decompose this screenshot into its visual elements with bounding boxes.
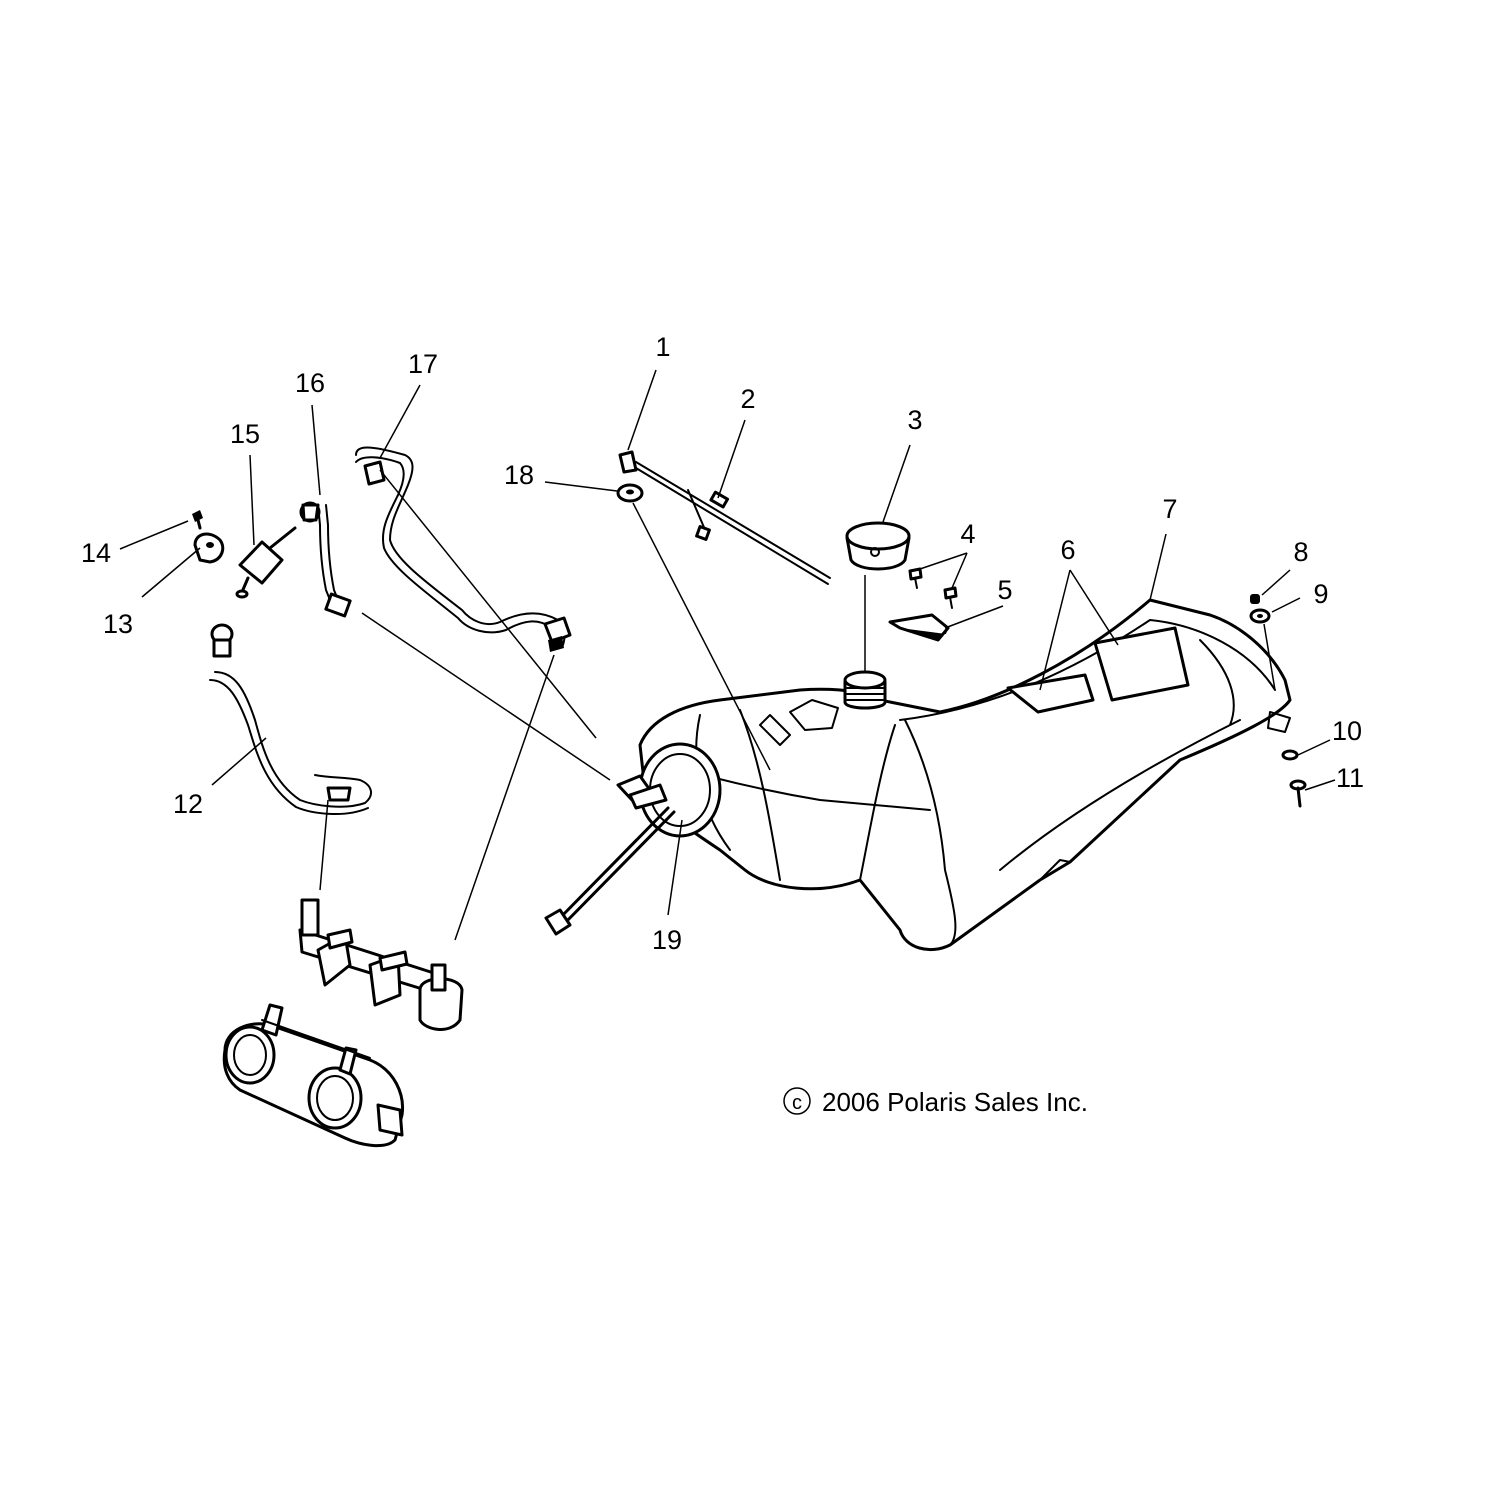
fuel-line-supply <box>209 623 372 816</box>
copyright-circle <box>783 1087 811 1115</box>
callout-10: 10 <box>1332 716 1362 746</box>
copyright-text: 2006 Polaris Sales Inc. <box>822 1087 1088 1117</box>
grommet <box>616 483 644 503</box>
fuel-cap <box>845 521 911 571</box>
callout-17: 17 <box>408 349 438 379</box>
callout-labels: 1 2 3 4 5 6 7 8 9 10 11 12 13 14 15 16 1… <box>81 332 1364 955</box>
copyright-notice: c 2006 Polaris Sales Inc. <box>783 1087 1088 1117</box>
tank-decals <box>1006 626 1190 714</box>
callout-7: 7 <box>1162 494 1177 524</box>
fuel-filter <box>235 526 297 599</box>
leader-lines <box>119 369 1336 941</box>
callout-4: 4 <box>960 519 975 549</box>
vent-line <box>618 450 831 585</box>
callout-1: 1 <box>655 332 670 362</box>
callout-12: 12 <box>173 789 203 819</box>
hose-clamp <box>193 532 225 564</box>
fuel-tank <box>638 598 1292 952</box>
callout-9: 9 <box>1313 579 1328 609</box>
callout-13: 13 <box>103 609 133 639</box>
copyright-symbol: c <box>792 1092 802 1114</box>
callout-19: 19 <box>652 925 682 955</box>
clamp-screw <box>192 510 203 530</box>
screws-and-clip <box>888 567 958 642</box>
fuel-rail <box>298 898 464 1031</box>
fuel-line-filter <box>299 501 352 618</box>
callout-18: 18 <box>504 460 534 490</box>
callout-2: 2 <box>740 384 755 414</box>
callout-6: 6 <box>1060 535 1075 565</box>
callout-11: 11 <box>1336 763 1364 793</box>
fuel-pump <box>544 742 722 936</box>
callout-5: 5 <box>997 575 1012 605</box>
callout-14: 14 <box>81 538 111 568</box>
callout-8: 8 <box>1293 537 1308 567</box>
callout-16: 16 <box>295 368 325 398</box>
filler-neck <box>843 670 887 710</box>
callout-15: 15 <box>230 419 260 449</box>
fuel-line-return <box>355 446 572 652</box>
callout-3: 3 <box>907 405 922 435</box>
throttle-body <box>222 1003 405 1148</box>
tank-mount-hardware <box>1249 594 1307 808</box>
